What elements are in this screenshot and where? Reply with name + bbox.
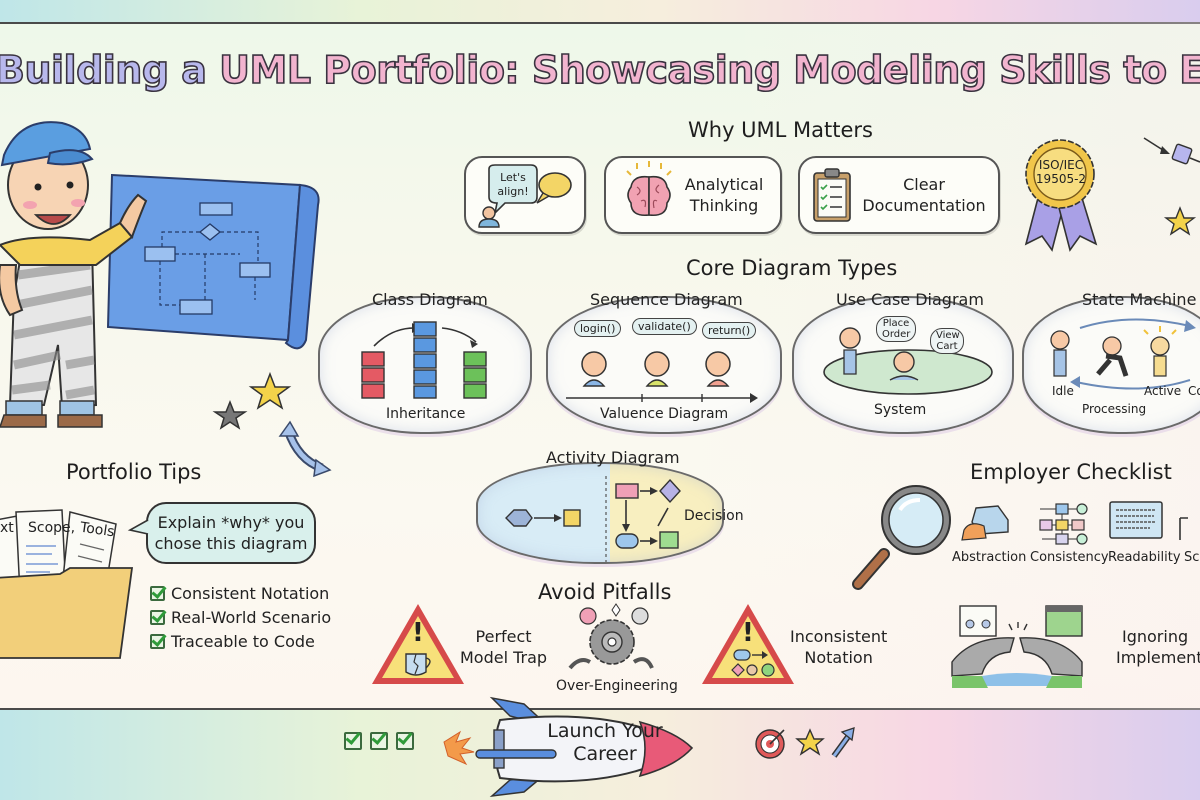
message-validate: validate() (632, 318, 697, 335)
decorative-stars (212, 371, 332, 478)
state-machine-title: State Machine (1082, 290, 1197, 309)
portfolio-tips-heading: Portfolio Tips (66, 460, 202, 484)
use-case-caption: System (874, 402, 927, 418)
folder-icon (0, 509, 134, 659)
activity-flow-icon (505, 476, 681, 562)
checkbox-icon (150, 610, 165, 625)
employer-item-readability: Readability (1108, 550, 1181, 565)
badge-line-2: 19505-2 (1035, 172, 1087, 186)
message-return: return() (702, 322, 757, 339)
brain-icon (625, 161, 672, 217)
gears-icon (568, 603, 654, 670)
pitfall-perfect-model: Perfect Model Trap (460, 627, 548, 667)
page-title: Building a UML Portfolio: Showcasing Mod… (0, 47, 1200, 93)
card-clear-documentation: Clear Documentation (798, 156, 1000, 234)
class-diagram-caption: Inheritance (386, 406, 466, 422)
checkbox-icon (396, 732, 414, 750)
launch-label: Launch Your Career (547, 720, 663, 765)
state-processing: Processing (1082, 402, 1147, 416)
activity-diagram-cloud (476, 462, 724, 564)
use-case-diagram-title: Use Case Diagram (836, 290, 984, 309)
broken-bridge-icon (951, 605, 1083, 688)
paper-text: xt (0, 520, 14, 536)
avoid-pitfalls-heading: Avoid Pitfalls (538, 580, 672, 604)
activity-diagram-title: Activity Diagram (546, 448, 680, 467)
speech-tail (127, 519, 149, 535)
state-active: Active (1144, 384, 1182, 398)
mixed-shapes-icon (731, 649, 775, 677)
tip-item: Traceable to Code (150, 632, 331, 651)
title-part-1: Building a (0, 47, 220, 93)
tip-item: Consistent Notation (150, 584, 331, 603)
sequence-diagram-caption: Valuence Diagram (600, 406, 729, 422)
title-part-2: UML Portfolio: Showcasing Modeling Skill… (218, 47, 1200, 93)
employer-item-consistency: Consistency (1030, 550, 1109, 565)
employer-item-scalability: Sca (1184, 550, 1200, 565)
pitfall-ignoring-implementation: Ignoring Implementat (1116, 627, 1200, 667)
pitfall-inconsistent-notation: Inconsistent Notation (790, 627, 888, 667)
use-case-view-cart: View Cart (930, 328, 964, 354)
decor-node-star (1143, 137, 1200, 236)
magnifier-icon (852, 485, 951, 590)
core-diagrams-heading: Core Diagram Types (686, 256, 898, 280)
card-analytical-thinking: Analytical Thinking (604, 156, 782, 234)
class-diagram-title: Class Diagram (372, 290, 488, 309)
why-uml-heading: Why UML Matters (688, 118, 873, 142)
sequence-actors-icon (566, 351, 758, 403)
badge-line-1: ISO/IEC (1038, 158, 1084, 172)
clipboard-icon (813, 168, 852, 222)
warning-inconsistent-notation: ! (702, 604, 794, 684)
inheritance-blocks-icon (361, 321, 487, 399)
analytical-thinking-label: Analytical Thinking (684, 175, 764, 215)
iso-badge: ISO/IEC 19505-2 (1020, 136, 1102, 254)
pitfall-over-engineering: Over-Engineering (556, 678, 678, 694)
broken-cup-icon (405, 653, 431, 676)
rocket-icon (443, 696, 694, 798)
warning-perfect-model: ! (372, 604, 464, 684)
state-machine-illustration (1050, 318, 1196, 390)
tip-item: Real-World Scenario (150, 608, 331, 627)
clear-documentation-label: Clear Documentation (862, 175, 986, 215)
target-star-arrow-icons (755, 727, 855, 759)
checkbox-icon (370, 732, 388, 750)
sequence-diagram-title: Sequence Diagram (590, 290, 743, 309)
speech-line-1: Explain *why* you (157, 513, 305, 532)
checkbox-icon (150, 634, 165, 649)
award-ribbon-icon (1024, 139, 1098, 252)
state-machine-cloud (1022, 296, 1200, 434)
employer-icons (961, 501, 1188, 545)
employer-checklist-heading: Employer Checklist (970, 460, 1172, 484)
tips-checklist: Consistent Notation Real-World Scenario … (150, 584, 331, 656)
launch-checkmarks (344, 732, 414, 750)
engineer-illustration (0, 121, 320, 428)
state-co: Co (1188, 384, 1200, 398)
paper-scope: Scope, (28, 520, 76, 536)
employer-item-abstraction: Abstraction (952, 550, 1027, 565)
checkbox-icon (150, 586, 165, 601)
use-case-illustration (823, 327, 993, 395)
tips-speech-bubble: Explain *why* you chose this diagram (146, 502, 316, 564)
checkbox-icon (344, 732, 362, 750)
message-login: login() (574, 320, 622, 337)
activity-decision-label: Decision (684, 508, 744, 524)
state-idle: Idle (1052, 384, 1074, 398)
speech-line-2: chose this diagram (154, 534, 308, 553)
use-case-place-order: Place Order (876, 316, 916, 342)
